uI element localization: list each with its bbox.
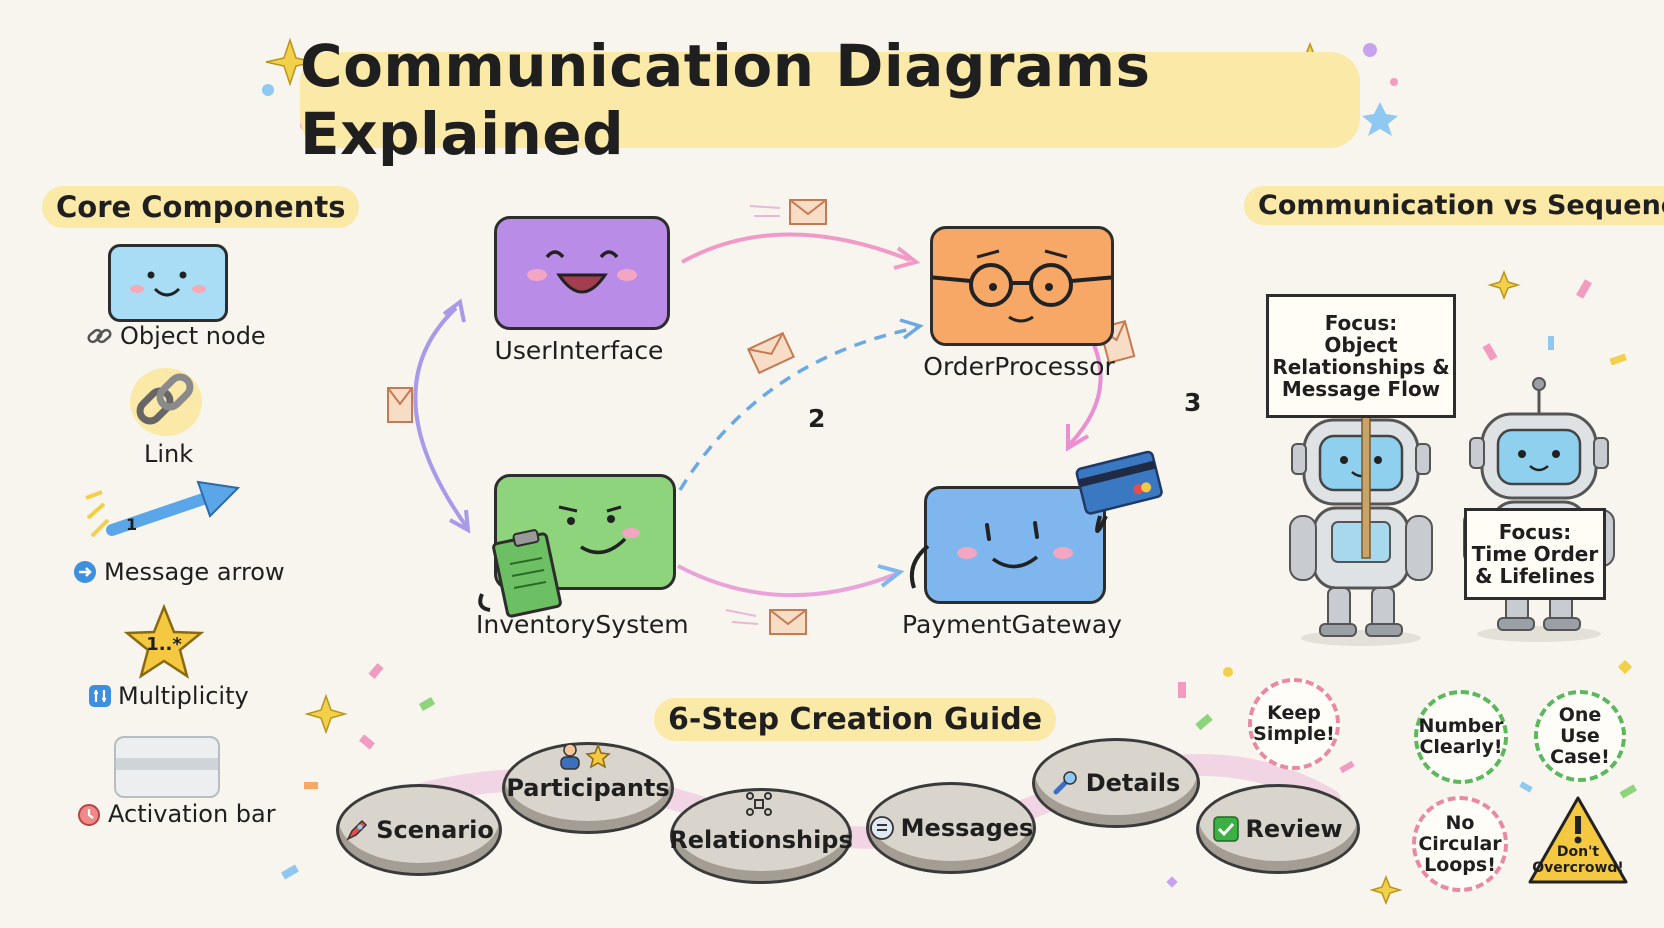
message-arrow-item: Message arrow bbox=[72, 558, 285, 586]
sign2-line-1: Focus: bbox=[1498, 520, 1572, 544]
step-scenario-label: Scenario bbox=[376, 816, 494, 844]
object-node-example bbox=[108, 244, 228, 322]
link-chain-icon bbox=[87, 328, 112, 344]
message-arrows-layer bbox=[387, 199, 1136, 635]
step-details-label: Details bbox=[1085, 769, 1181, 797]
message-number-3: 3 bbox=[1184, 388, 1202, 417]
object-node-item: Object node bbox=[86, 322, 266, 350]
tip-dont-overcrowd-line-2: Overcrowd! bbox=[1532, 860, 1624, 876]
step-participants: Participants bbox=[502, 742, 674, 834]
tip-one-use-case-line-1: One bbox=[1558, 703, 1602, 726]
paymentgateway-node bbox=[924, 486, 1106, 604]
multiplicity-label: Multiplicity bbox=[118, 682, 249, 710]
tip-dont-overcrowd: Don't Overcrowd! bbox=[1526, 794, 1630, 886]
object-node-label: Object node bbox=[120, 322, 266, 350]
people-star-icon bbox=[560, 742, 611, 770]
multiplicity-icon bbox=[89, 685, 111, 707]
envelope-icon bbox=[387, 199, 1136, 635]
tip-number-clearly-line-1: Number bbox=[1418, 715, 1504, 737]
message-bubble-icon bbox=[869, 816, 894, 840]
svg-text:1: 1 bbox=[126, 515, 137, 534]
sign-sequence: Focus: Time Order & Lifelines bbox=[1464, 508, 1606, 600]
robot-1 bbox=[1289, 408, 1433, 646]
tip-keep-simple-line-1: Keep bbox=[1267, 702, 1321, 724]
glasses-face-icon bbox=[926, 249, 1118, 323]
arrow-ui-to-inventory bbox=[413, 306, 468, 528]
page-title: Communication Diagrams Explained bbox=[300, 32, 1151, 168]
credit-card-icon bbox=[909, 450, 1163, 589]
link-icon bbox=[130, 368, 202, 436]
tip-keep-simple-line-2: Simple! bbox=[1253, 723, 1335, 745]
sign2-line-2: Time Order bbox=[1471, 542, 1599, 566]
guide-heading: 6-Step Creation Guide bbox=[654, 698, 1057, 741]
step-review: Review bbox=[1196, 784, 1360, 874]
link-label: Link bbox=[144, 440, 194, 468]
tip-no-loops-line-1: No bbox=[1445, 811, 1475, 834]
sign1-line-1: Focus: bbox=[1324, 311, 1398, 335]
clipboard-icon bbox=[478, 529, 562, 618]
multiplicity-star-text: 1..* bbox=[146, 634, 182, 655]
star-icon bbox=[123, 603, 205, 679]
arrow-inventory-to-payment bbox=[677, 564, 897, 598]
step-messages: Messages bbox=[866, 782, 1036, 874]
step-relationships: Relationships bbox=[669, 788, 853, 884]
tip-one-use-case-line-3: Case! bbox=[1550, 745, 1610, 768]
tip-number-clearly-line-2: Clearly! bbox=[1419, 736, 1503, 758]
paymentgateway-label: PaymentGateway bbox=[902, 610, 1122, 639]
sign2-line-3: & Lifelines bbox=[1475, 564, 1595, 588]
warning-triangle-icon bbox=[1528, 796, 1628, 884]
arrow-inventory-to-order bbox=[678, 326, 917, 491]
orderprocessor-label: OrderProcessor bbox=[923, 352, 1115, 381]
step-scenario: Scenario bbox=[336, 784, 502, 876]
step-relationships-label: Relationships bbox=[669, 826, 853, 854]
orderprocessor-node bbox=[926, 226, 1118, 346]
message-number-2: 2 bbox=[808, 404, 826, 433]
sign-communication: Focus: Object Relationships & Message Fl… bbox=[1266, 294, 1456, 418]
userinterface-node bbox=[494, 216, 670, 330]
tip-one-use-case-line-2: Use bbox=[1560, 724, 1600, 747]
check-icon bbox=[1213, 816, 1240, 842]
message-arrow-label: Message arrow bbox=[104, 558, 285, 586]
activation-bar-label: Activation bar bbox=[108, 800, 276, 828]
network-icon bbox=[746, 792, 772, 816]
activation-bar-example bbox=[114, 736, 220, 798]
sign1-line-4: Message Flow bbox=[1281, 377, 1441, 401]
rocket-icon bbox=[346, 819, 368, 841]
arrow-ui-to-order bbox=[681, 232, 911, 264]
smiley-face-icon bbox=[130, 271, 206, 297]
step-participants-label: Participants bbox=[506, 774, 670, 802]
tip-no-loops-line-3: Loops! bbox=[1424, 853, 1496, 876]
happy-face-icon bbox=[957, 521, 1073, 569]
happy-face-icon bbox=[527, 250, 637, 294]
tip-no-loops-line-2: Circular bbox=[1418, 832, 1502, 855]
inventorysystem-label: InventorySystem bbox=[476, 610, 689, 639]
multiplicity-item: Multiplicity bbox=[88, 682, 249, 710]
tip-dont-overcrowd-line-1: Don't bbox=[1556, 844, 1600, 860]
sign1-line-2: Object bbox=[1324, 333, 1398, 357]
core-components-heading: Core Components bbox=[42, 186, 360, 228]
smile-face-icon bbox=[558, 505, 640, 555]
step-messages-label: Messages bbox=[900, 814, 1034, 842]
step-review-label: Review bbox=[1245, 815, 1343, 843]
arrow-circle-icon bbox=[74, 561, 96, 583]
activation-bar-item: Activation bar bbox=[76, 800, 276, 828]
multiplicity-star: 1..* bbox=[123, 603, 205, 680]
timer-icon bbox=[78, 804, 100, 826]
title-banner: Communication Diagrams Explained bbox=[300, 32, 1360, 168]
sign1-line-3: Relationships & bbox=[1272, 355, 1450, 379]
step-details: Details bbox=[1032, 738, 1200, 828]
comparison-heading: Communication vs Sequence bbox=[1244, 186, 1664, 225]
tools-icon bbox=[1053, 771, 1077, 795]
message-arrow-icon: 1 bbox=[85, 480, 241, 538]
userinterface-label: UserInterface bbox=[494, 336, 664, 365]
